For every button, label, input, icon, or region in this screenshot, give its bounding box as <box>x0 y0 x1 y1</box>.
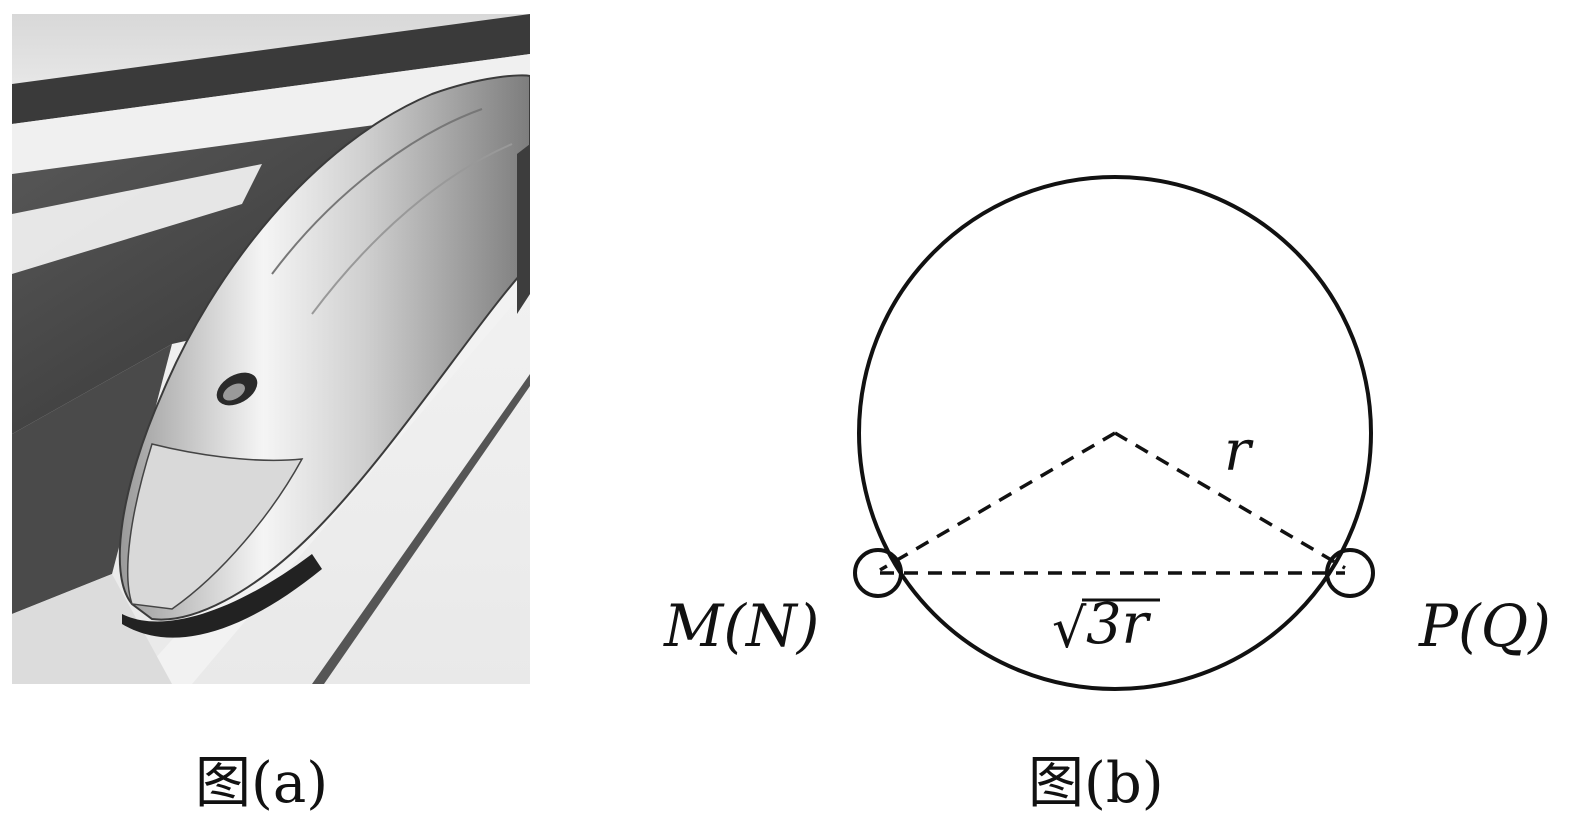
circle-diagram: r √ 3r M(N) P(Q) <box>640 160 1579 720</box>
radius-right <box>1114 431 1346 570</box>
chord-label-value: 3r <box>1086 592 1152 657</box>
main-circle <box>857 175 1373 691</box>
right-point-ring <box>1325 548 1375 598</box>
figure-a-caption: 图(a) <box>195 751 329 816</box>
left-point-ring <box>853 548 903 598</box>
figure-b-caption: 图(b) <box>1028 751 1164 816</box>
radius-label: r <box>1224 419 1254 484</box>
left-point-label: M(N) <box>663 592 819 660</box>
maglev-train-photo <box>12 14 530 684</box>
chord-label-sqrt: √ <box>1052 597 1087 660</box>
right-point-label: P(Q) <box>1418 592 1551 660</box>
radius-left <box>879 431 1116 572</box>
